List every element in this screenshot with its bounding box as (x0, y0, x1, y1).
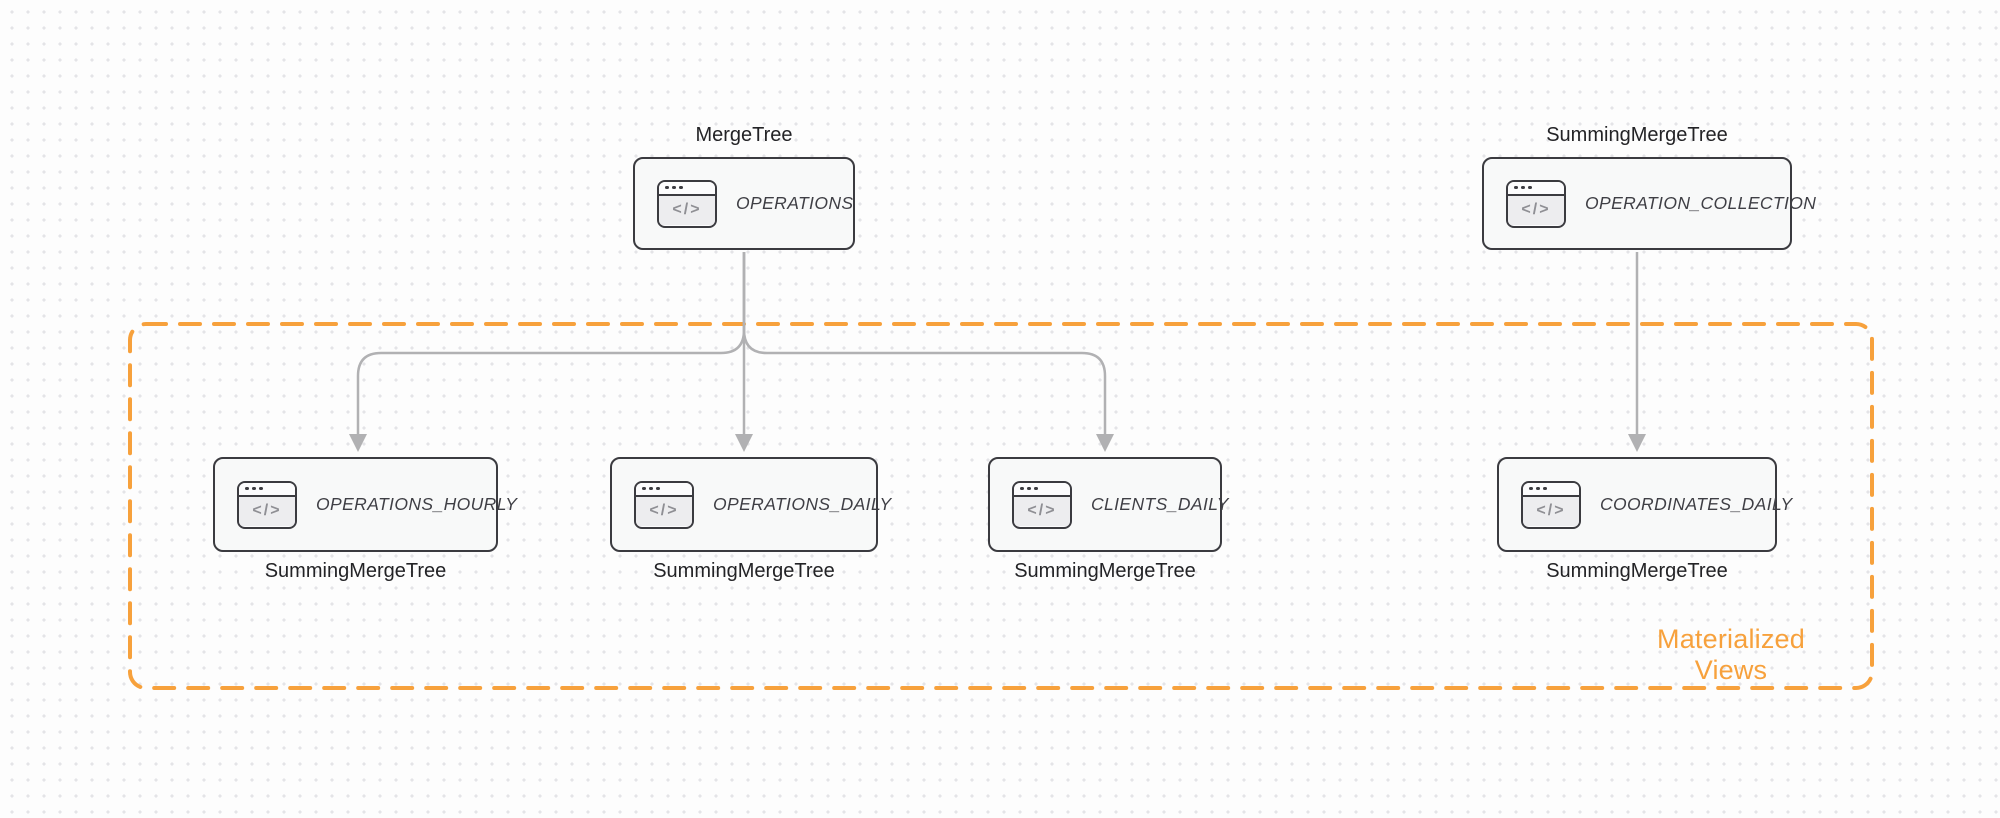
code-glyph: </> (1014, 496, 1070, 526)
code-glyph: </> (1508, 195, 1564, 225)
engine-label-operations-hourly: SummingMergeTree (264, 560, 447, 582)
code-glyph: </> (636, 496, 692, 526)
node-title-operations-daily: OPERATIONS_DAILY (713, 494, 892, 514)
window-dots (1508, 181, 1564, 196)
window-dots (1014, 482, 1070, 497)
arrowhead-hourly (349, 434, 367, 452)
node-operations-daily: SummingMergeTree </> OPERATIONS_DAILY (610, 457, 891, 582)
engine-label-operations: MergeTree (695, 124, 793, 146)
node-operations: MergeTree </> OPERATIONS (633, 124, 855, 250)
code-glyph: </> (659, 195, 715, 225)
window-dots (1523, 482, 1579, 497)
node-title-operation-collection: OPERATION_COLLECTION (1585, 193, 1817, 213)
code-window-icon: </> (634, 480, 694, 529)
code-window-icon: </> (1506, 179, 1566, 228)
arrowhead-clients (1096, 434, 1114, 452)
node-operations-hourly: SummingMergeTree </> OPERATIONS_HOURLY (213, 457, 517, 582)
node-title-operations-hourly: OPERATIONS_HOURLY (316, 494, 518, 514)
edge-operations-to-hourly (356, 252, 746, 434)
node-clients-daily: SummingMergeTree </> CLIENTS_DAILY (988, 457, 1228, 582)
engine-label-clients-daily: SummingMergeTree (1014, 560, 1196, 582)
window-dots (239, 482, 295, 497)
arrowhead-daily (735, 434, 753, 452)
window-dots (636, 482, 692, 497)
engine-label-operation-collection: SummingMergeTree (1546, 124, 1728, 146)
edge-operations-to-clients (742, 252, 1107, 434)
code-window-icon: </> (1012, 480, 1072, 529)
arrowhead-coordinates (1628, 434, 1646, 452)
code-window-icon: </> (237, 480, 297, 529)
node-title-operations: OPERATIONS (736, 193, 854, 213)
engine-label-coordinates-daily: SummingMergeTree (1546, 560, 1728, 582)
node-title-coordinates-daily: COORDINATES_DAILY (1600, 494, 1793, 514)
node-coordinates-daily: SummingMergeTree </> COORDINATES_DAILY (1497, 457, 1792, 582)
code-glyph: </> (1523, 496, 1579, 526)
engine-label-operations-daily: SummingMergeTree (653, 560, 835, 582)
window-dots (659, 181, 715, 196)
node-title-clients-daily: CLIENTS_DAILY (1091, 494, 1229, 514)
code-window-icon: </> (657, 179, 717, 228)
code-glyph: </> (239, 496, 295, 526)
node-operation-collection: SummingMergeTree </> OPERATION_COLLECTIO… (1482, 124, 1816, 250)
materialized-views-label: Materialized Views (1657, 624, 1805, 685)
code-window-icon: </> (1521, 480, 1581, 529)
